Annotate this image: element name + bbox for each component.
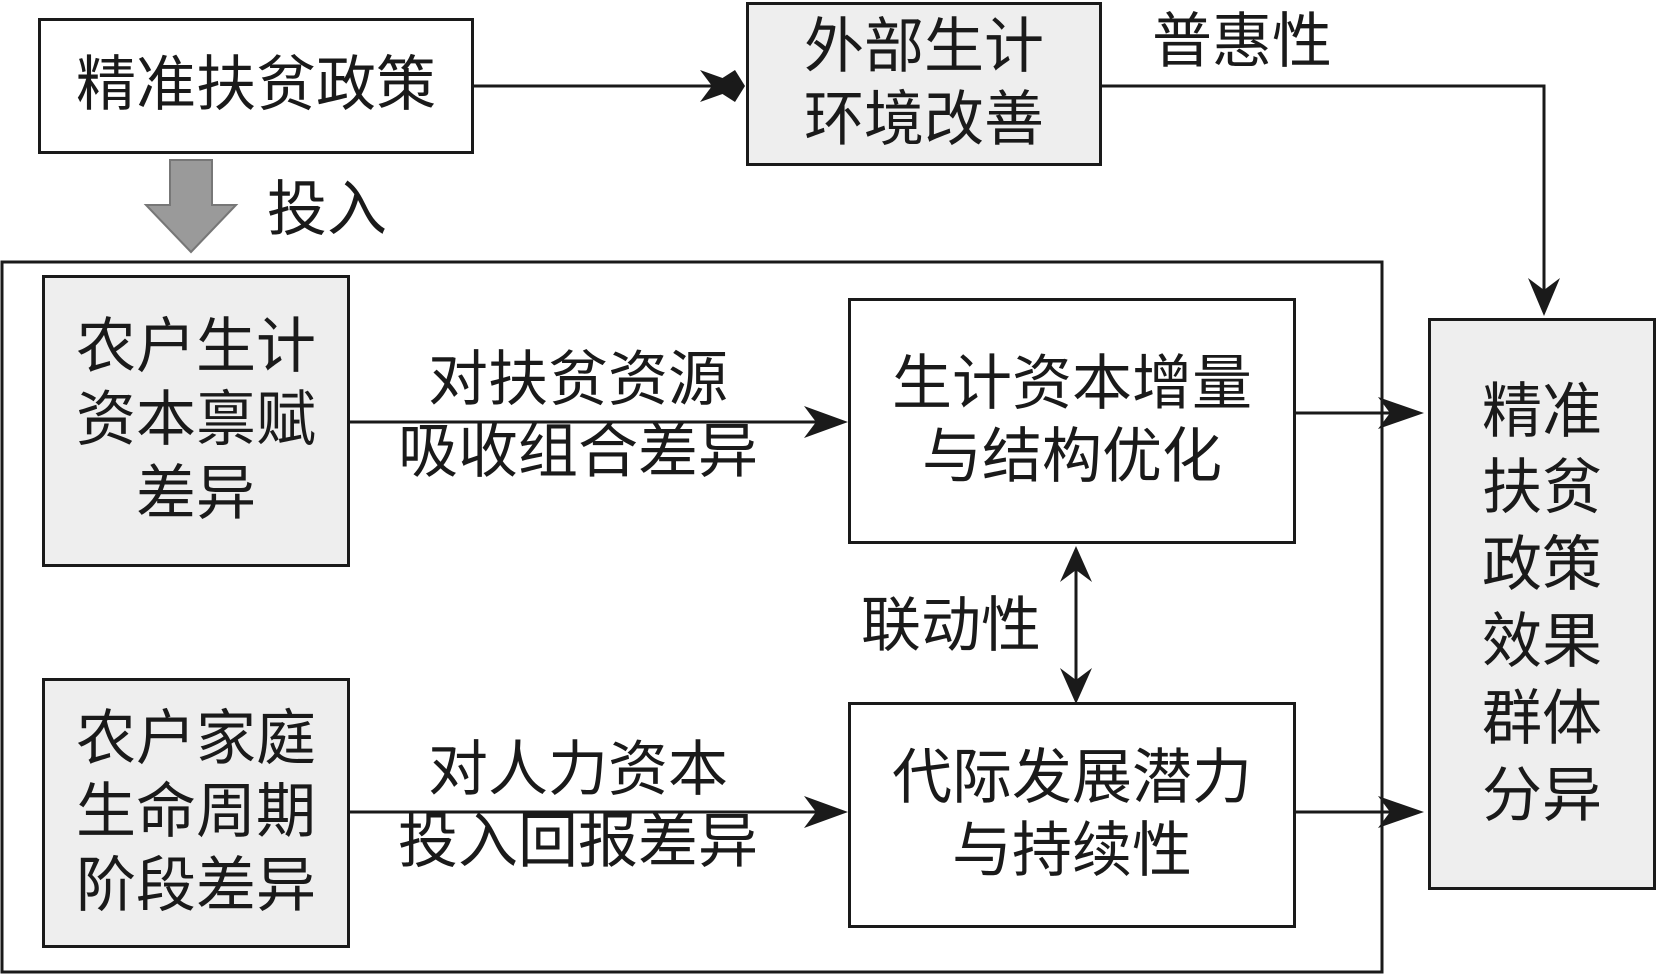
box-capital-opt-text: 生计资本增量 与结构优化 [892, 348, 1252, 492]
box-policy: 精准扶贫政策 [38, 18, 474, 154]
box-endowment-text: 农户生计 资本禀赋 差异 [76, 312, 316, 529]
box-policy-outcome: 精准 扶贫 政策 效果 群体 分异 [1428, 318, 1656, 890]
box-external-text: 外部生计 环境改善 [804, 11, 1044, 155]
box-lifecycle-text: 农户家庭 生命周期 阶段差异 [76, 704, 316, 921]
label-input: 投入 [267, 175, 387, 245]
box-policy-text: 精准扶贫政策 [76, 50, 436, 121]
label-absorption-difference: 对扶贫资源 吸收组合差异 [398, 345, 758, 487]
arrow-external-to-outcome [1102, 84, 1546, 300]
label-linkage: 联动性 [861, 591, 1041, 661]
label-return-difference: 对人力资本 投入回报差异 [398, 735, 758, 877]
box-capital-endowment: 农户生计 资本禀赋 差异 [42, 275, 350, 567]
box-capital-optimization: 生计资本增量 与结构优化 [848, 298, 1296, 544]
container-frame [0, 260, 1384, 974]
input-arrow-icon [143, 159, 239, 254]
label-universality: 普惠性 [1152, 7, 1332, 77]
box-external-improvement: 外部生计 环境改善 [746, 2, 1102, 166]
box-intergenerational: 代际发展潜力 与持续性 [848, 702, 1296, 928]
box-intergen-text: 代际发展潜力 与持续性 [892, 742, 1252, 886]
box-outcome-text: 精准 扶贫 政策 效果 群体 分异 [1482, 376, 1602, 831]
box-life-cycle: 农户家庭 生命周期 阶段差异 [42, 678, 350, 948]
